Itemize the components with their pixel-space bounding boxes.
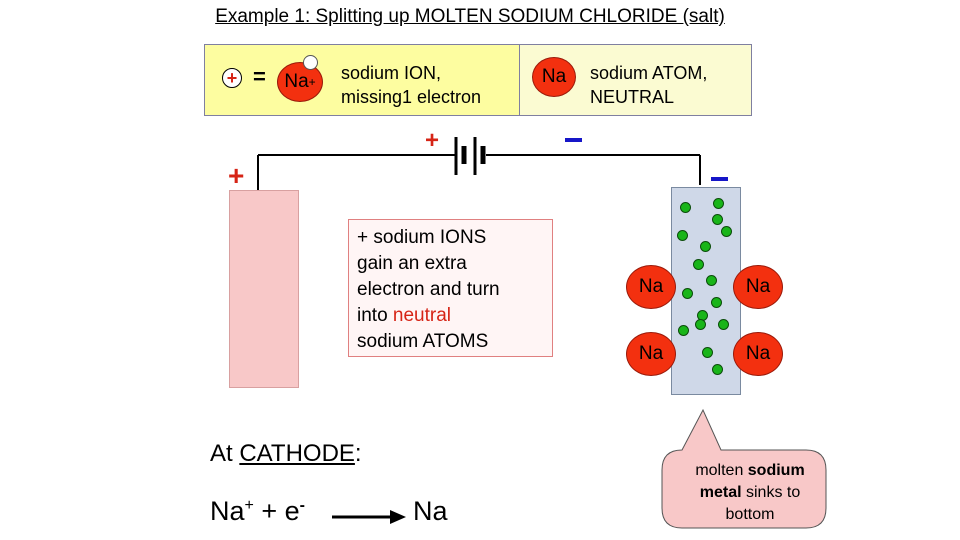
key-ion-charge: +	[308, 75, 316, 89]
key-atom-desc-line2: NEUTRAL	[590, 87, 675, 107]
sodium-atom: Na	[626, 265, 676, 309]
sodium-ion-dot	[693, 259, 704, 270]
battery-negative-sign	[565, 138, 582, 142]
callout-part2: sinks to bottom	[725, 484, 801, 523]
equation-electron-charge: -	[299, 497, 305, 514]
sodium-atom: Na	[733, 332, 783, 376]
explanation-line3: electron and turn	[357, 279, 500, 300]
equation-reactants: Na+ + e-	[210, 496, 305, 527]
cathode-negative-sign	[711, 177, 728, 181]
key-equals: =	[253, 64, 266, 89]
sodium-ion-dot	[677, 230, 688, 241]
key-plus-circle: +	[222, 68, 242, 88]
explanation-line2: gain an extra	[357, 253, 467, 274]
page-title: Example 1: Splitting up MOLTEN SODIUM CH…	[215, 6, 725, 27]
sodium-ion-dot	[702, 347, 713, 358]
sodium-ion-dot	[695, 319, 706, 330]
anode-positive-sign: +	[228, 160, 245, 191]
sodium-atom: Na	[626, 332, 676, 376]
sodium-atom-label: Na	[745, 276, 771, 297]
battery-positive-sign: +	[425, 127, 440, 154]
callout-part1: molten	[695, 462, 748, 479]
sodium-ion-dot	[721, 226, 732, 237]
key-plus-symbol: +	[226, 67, 238, 88]
explanation-line5: sodium ATOMS	[357, 331, 489, 352]
sodium-atom-label: Na	[638, 343, 664, 364]
cathode-heading-suffix: :	[354, 440, 362, 467]
sodium-ion-dot	[706, 275, 717, 286]
key-sodium-ion: Na+	[277, 62, 323, 102]
sodium-atom-label: Na	[638, 276, 664, 297]
key-ion-desc-line1: sodium ION,	[341, 63, 442, 83]
anode-electrode	[229, 190, 299, 388]
callout-text: molten sodium metal sinks to bottom	[676, 460, 824, 526]
equation-sodium-charge: +	[244, 497, 254, 514]
key-missing-electron-hole	[303, 55, 318, 70]
sodium-atom: Na	[733, 265, 783, 309]
reaction-arrow	[332, 510, 406, 524]
explanation-line4: into neutral	[357, 303, 552, 329]
sodium-ion-dot	[678, 325, 689, 336]
callout-bubble	[661, 408, 827, 529]
sodium-ion-dot	[680, 202, 691, 213]
explanation-neutral-highlight: neutral	[392, 305, 452, 326]
explanation-line4-prefix: into	[357, 305, 393, 326]
sodium-ion-dot	[711, 297, 722, 308]
sodium-ion-dot	[713, 198, 724, 209]
cathode-heading-prefix: At	[210, 440, 240, 467]
key-atom-symbol: Na	[541, 66, 567, 87]
key-sodium-atom: Na	[532, 57, 576, 97]
key-ion-desc-line2: missing1 electron	[341, 87, 482, 107]
cathode-heading-word: CATHODE	[239, 440, 355, 467]
sodium-ion-dot	[712, 214, 723, 225]
equation-product: Na	[413, 496, 448, 526]
sodium-ion-dot	[718, 319, 729, 330]
equation-electron: + e	[261, 496, 300, 526]
equation-sodium: Na	[210, 496, 245, 526]
explanation-line1: + sodium IONS	[357, 227, 487, 248]
cathode-heading: At CATHODE:	[210, 440, 362, 468]
callout-bold: sodium metal	[699, 462, 805, 501]
sodium-atom-label: Na	[745, 343, 771, 364]
sodium-ion-dot	[700, 241, 711, 252]
key-atom-desc-line1: sodium ATOM,	[590, 63, 708, 83]
key-ion-symbol: Na	[284, 71, 309, 92]
sodium-ion-dot	[682, 288, 693, 299]
sodium-ion-dot	[712, 364, 723, 375]
explanation-box: + sodium IONS gain an extra electron and…	[348, 219, 553, 357]
